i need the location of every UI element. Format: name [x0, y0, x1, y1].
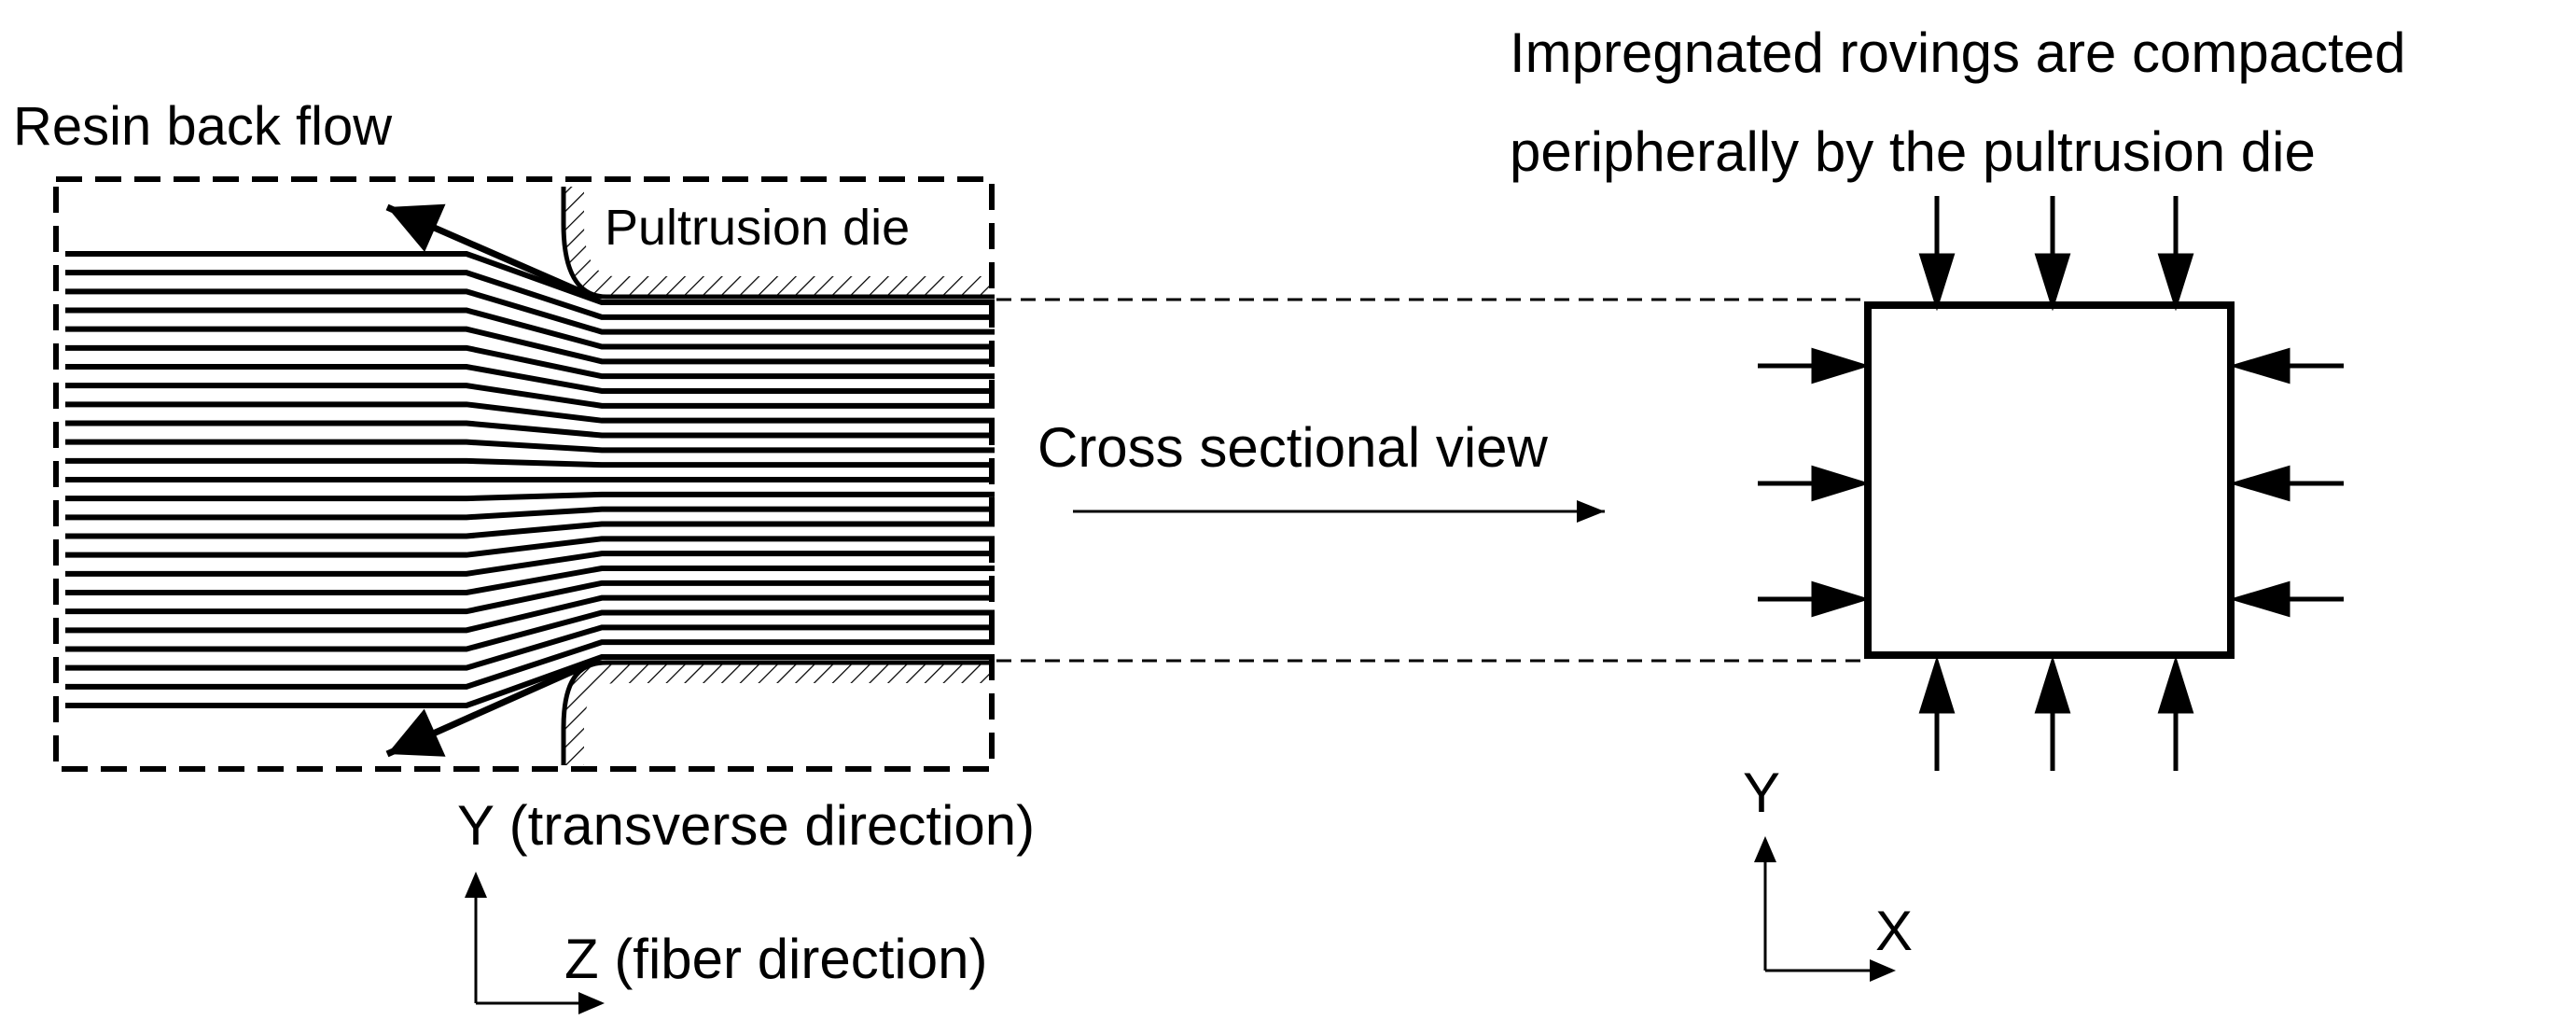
compaction-arrow-right-3	[2229, 580, 2344, 618]
fiber-roving	[65, 364, 995, 394]
fiber-roving	[65, 609, 995, 652]
left-axes	[465, 872, 605, 1014]
compaction-label-line1: Impregnated rovings are compacted	[1510, 21, 2406, 84]
compaction-arrow-bottom-2	[2034, 655, 2071, 771]
resin-back-flow-label: Resin back flow	[13, 96, 393, 157]
fiber-roving	[65, 383, 995, 409]
left-z-axis-label: Z (fiber direction)	[564, 928, 987, 990]
compaction-arrow-right-1	[2229, 347, 2344, 384]
compaction-arrow-top-3	[2157, 196, 2194, 312]
compaction-arrow-top-1	[1918, 196, 1956, 312]
lower-die-hatch	[564, 663, 995, 765]
fiber-roving	[65, 536, 995, 558]
fiber-roving	[65, 566, 995, 595]
fiber-roving	[65, 506, 995, 521]
compaction-arrow-left-2	[1758, 465, 1871, 502]
fiber-roving	[65, 288, 995, 335]
upper-die-hatch	[564, 187, 995, 297]
fiber-roving	[65, 251, 995, 305]
fiber-roving	[65, 401, 995, 424]
resin-backflow-arrow-upper	[385, 203, 594, 300]
compaction-arrow-top-2	[2034, 196, 2071, 312]
fiber-roving	[65, 521, 995, 539]
pultrusion-die-label: Pultrusion die	[605, 200, 910, 256]
fiber-roving	[65, 326, 995, 365]
fiber-roving	[65, 439, 995, 454]
fiber-roving	[65, 457, 995, 468]
right-x-axis-label: X	[1875, 900, 1913, 962]
compaction-label-line2: peripherally by the pultrusion die	[1510, 120, 2316, 183]
fiber-roving	[65, 654, 995, 708]
die-region-box	[53, 176, 995, 772]
compaction-arrow-bottom-3	[2157, 655, 2194, 771]
fiber-roving	[65, 270, 995, 320]
fiber-roving	[65, 307, 995, 350]
compaction-arrow-left-1	[1758, 347, 1871, 384]
right-y-axis-label: Y	[1743, 762, 1780, 824]
compaction-arrow-right-2	[2229, 465, 2344, 502]
fiber-roving	[65, 344, 995, 380]
compaction-arrow-bottom-1	[1918, 655, 1956, 771]
left-y-axis-label: Y (transverse direction)	[457, 794, 1035, 857]
cross-section-square	[1864, 301, 2235, 659]
fiber-roving	[65, 551, 995, 577]
fiber-roving	[65, 594, 995, 634]
fiber-rovings	[65, 251, 995, 708]
fiber-roving	[65, 580, 995, 615]
right-axes	[1754, 836, 1896, 982]
resin-backflow-arrow-lower	[385, 659, 594, 758]
compaction-arrow-left-3	[1758, 580, 1871, 618]
fiber-roving	[65, 624, 995, 671]
cross-sectional-view-label: Cross sectional view	[1037, 416, 1549, 479]
fiber-roving	[65, 639, 995, 690]
fiber-roving	[65, 491, 995, 502]
compaction-arrows	[1758, 196, 2344, 771]
fiber-roving	[65, 420, 995, 439]
